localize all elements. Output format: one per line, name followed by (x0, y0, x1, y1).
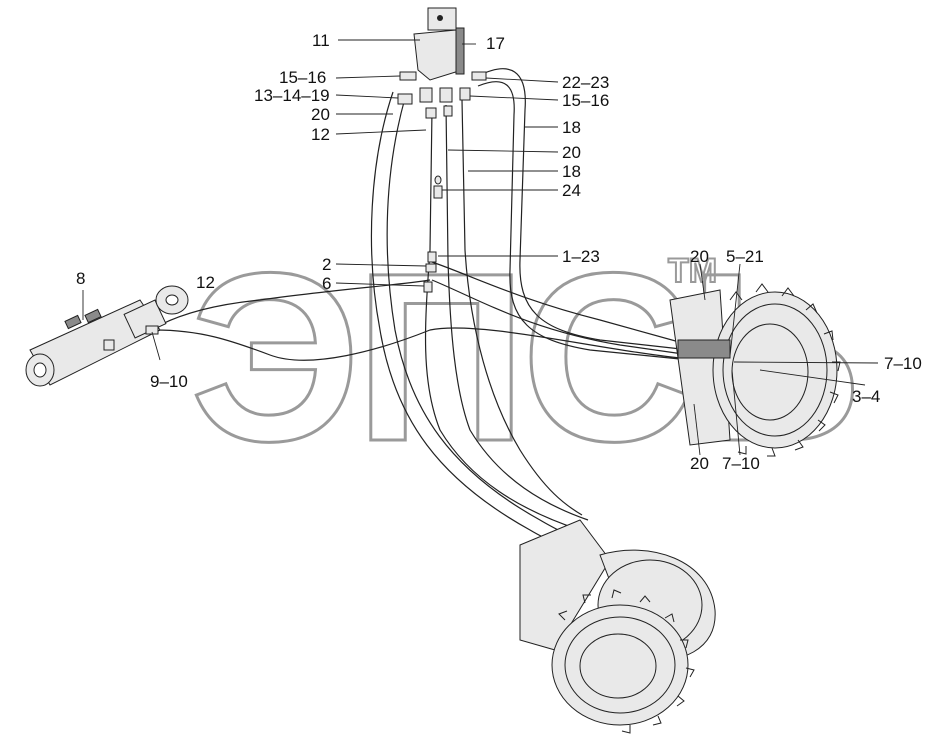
callout-20-top-left: 20 (311, 105, 330, 124)
right-drum-frame (669, 289, 731, 446)
hose-right-inner (477, 81, 691, 361)
hydraulic-cylinder (25, 285, 189, 387)
hose-lines (154, 68, 691, 561)
right-drum-inner-ring (722, 303, 828, 437)
cylinder-end-hole (33, 362, 47, 378)
callout-7-10-bottom: 7–10 (722, 454, 760, 473)
callout-24: 24 (562, 181, 581, 200)
callout-12-top: 12 (311, 125, 330, 144)
callout-9-10: 9–10 (150, 372, 188, 391)
valve-side-ports (455, 27, 465, 75)
callout-12-left: 12 (196, 273, 215, 292)
valve-body (413, 29, 463, 81)
fitting-24-top (434, 175, 442, 185)
right-drum-teeth (729, 283, 841, 457)
callout-18-b: 18 (562, 162, 581, 181)
valve-block (397, 7, 487, 119)
fitting-2 (425, 263, 437, 273)
hose-center-b (445, 104, 589, 521)
fitting-1-23 (427, 251, 437, 263)
cylinder-fitting-9-10 (145, 325, 159, 335)
fitting-left-lower (397, 93, 413, 105)
callout-7-10-right: 7–10 (884, 354, 922, 373)
fitting-center-right (459, 87, 471, 101)
valve-bolt (437, 15, 443, 21)
hose-to-cylinder-a (159, 279, 431, 326)
cylinder-clamp-a (64, 314, 82, 330)
cylinder-clamp-b (84, 308, 102, 324)
callout-15-16-right: 15–16 (562, 91, 609, 110)
callout-20-drum-bottom: 20 (690, 454, 709, 473)
callout-15-16-left: 15–16 (279, 68, 326, 87)
callout-11: 11 (312, 31, 330, 50)
callout-1-23: 1–23 (562, 247, 600, 266)
callout-18-a: 18 (562, 118, 581, 137)
callouts: 11 17 15–16 13–14–19 20 12 22–23 15–16 1… (76, 31, 922, 473)
fitting-24 (433, 185, 443, 199)
inline-fittings (423, 175, 443, 293)
hose-to-drum-a (431, 261, 691, 346)
cylinder-rod-hole (165, 294, 179, 306)
callout-8: 8 (76, 269, 85, 288)
fitting-center (439, 87, 453, 103)
callout-20-mid: 20 (562, 143, 581, 162)
right-drum-hub (731, 323, 809, 421)
callout-6: 6 (322, 274, 331, 293)
fitting-drop-b (443, 105, 453, 117)
hose-to-cylinder-b (154, 327, 681, 361)
callout-22-23: 22–23 (562, 73, 609, 92)
right-drum-hose-bracket (677, 339, 731, 359)
hose-center-a (424, 109, 581, 531)
hose-to-drum-b (431, 279, 691, 356)
fitting-drop-a (425, 107, 437, 119)
fitting-6 (423, 281, 433, 293)
callout-3-4: 3–4 (852, 387, 880, 406)
callout-2: 2 (322, 255, 331, 274)
hose-left-inner (386, 97, 596, 551)
fitting-right-upper (471, 71, 487, 81)
bottom-drum-teeth (558, 589, 695, 734)
bottom-drum-inner-ring (564, 616, 676, 714)
bottom-drum-hub (579, 633, 657, 699)
watermark-tm: TM (668, 252, 717, 290)
callout-17: 17 (486, 34, 505, 53)
callout-13-14-19: 13–14–19 (254, 86, 330, 105)
fitting-center-left (419, 87, 433, 103)
callout-20-drum-top: 20 (690, 247, 709, 266)
bottom-drum-frame (519, 519, 611, 651)
leader-lines (82, 39, 879, 456)
bottom-sprocket-drum (519, 519, 716, 734)
hose-right-outer (477, 68, 691, 351)
callout-5-21: 5–21 (726, 247, 764, 266)
right-sprocket-drum (669, 283, 841, 457)
cylinder-port (103, 339, 115, 351)
fitting-left-upper (399, 71, 417, 81)
